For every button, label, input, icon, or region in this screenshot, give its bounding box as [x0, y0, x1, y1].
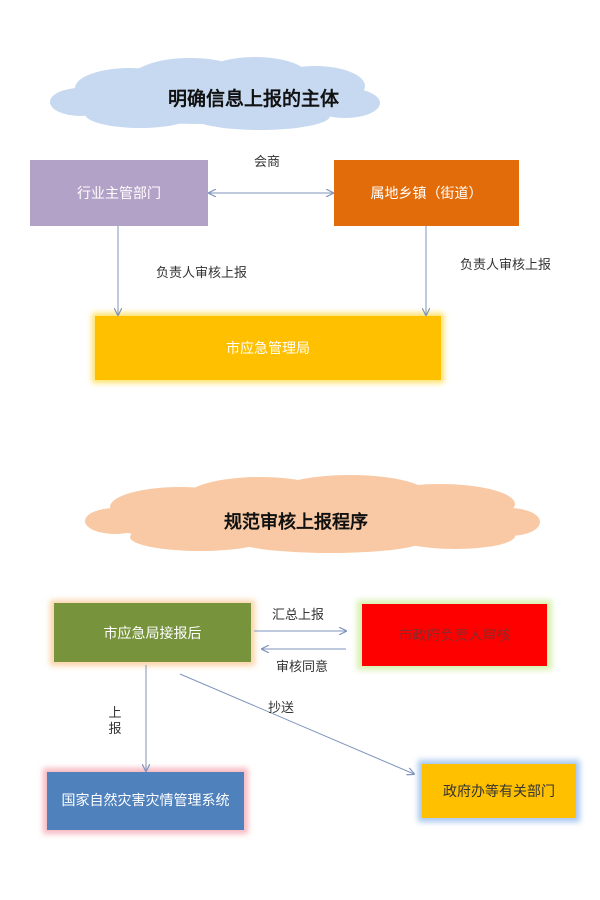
national-disaster-system-box: 国家自然灾害灾情管理系统 [47, 772, 244, 830]
report-down-label: 上报 [108, 706, 122, 737]
cloud-shape-1 [50, 57, 380, 130]
industry-dept-box: 行业主管部门 [30, 160, 208, 226]
gov-leader-review-label: 市政府负责人审核 [398, 628, 511, 644]
gov-office-label: 政府办等有关部门 [443, 784, 555, 800]
gov-leader-review-box: 市政府负责人审核 [362, 604, 547, 666]
arrow-copy-diag [179, 673, 414, 774]
review-approve-label: 审核同意 [276, 660, 329, 675]
township-label: 属地乡镇（街道） [370, 186, 483, 202]
emergency-bureau-label: 市应急管理局 [226, 341, 310, 357]
section2-title: 规范审核上报程序 [224, 512, 368, 533]
industry-dept-label: 行业主管部门 [77, 186, 161, 202]
national-disaster-system-label: 国家自然灾害灾情管理系统 [61, 793, 230, 809]
summary-report-label: 汇总上报 [272, 608, 325, 623]
emergency-bureau-box: 市应急管理局 [95, 316, 441, 380]
cloud-shape-2 [85, 475, 540, 553]
right-review-label: 负责人审核上报 [460, 258, 552, 273]
bureau-receive-label: 市应急局接报后 [103, 625, 202, 642]
township-box: 属地乡镇（街道） [334, 160, 519, 226]
left-review-label: 负责人审核上报 [156, 266, 248, 281]
section1-title: 明确信息上报的主体 [168, 88, 340, 110]
consult-label: 会商 [254, 155, 281, 170]
copy-label: 抄送 [268, 701, 295, 716]
gov-office-box: 政府办等有关部门 [422, 764, 576, 818]
bureau-receive-box: 市应急局接报后 [54, 603, 251, 662]
